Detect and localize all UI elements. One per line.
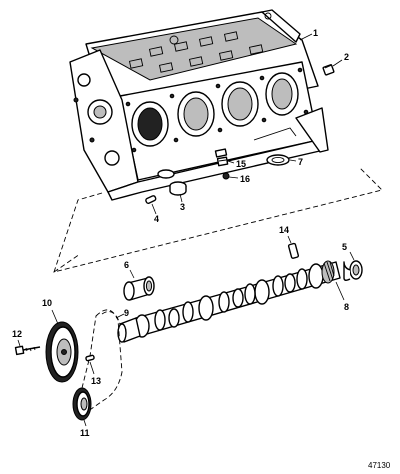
callout-4: 4 bbox=[154, 214, 159, 224]
part-13-dowel bbox=[85, 354, 95, 375]
part-16-plug bbox=[222, 172, 239, 180]
callout-7: 7 bbox=[298, 157, 303, 167]
part-3-plug bbox=[169, 181, 187, 203]
lifter-valley bbox=[128, 31, 264, 73]
callout-8: 8 bbox=[344, 302, 349, 312]
callout-11: 11 bbox=[80, 428, 90, 438]
part-6-bearing bbox=[123, 269, 155, 301]
part-5-bearing bbox=[343, 251, 363, 281]
callout-6: 6 bbox=[124, 260, 129, 270]
cylinder-bores bbox=[131, 72, 299, 147]
cam-lobes bbox=[154, 268, 308, 331]
callout-3: 3 bbox=[180, 202, 185, 212]
callout-16: 16 bbox=[240, 174, 250, 184]
distributor-gear bbox=[321, 260, 335, 284]
part-11-crank-sprocket bbox=[72, 387, 92, 427]
part-15-plug bbox=[216, 156, 235, 167]
part-10-cam-sprocket bbox=[45, 309, 79, 383]
part-12-bolt bbox=[14, 339, 41, 356]
engine-block bbox=[69, 9, 329, 201]
callout-12: 12 bbox=[12, 329, 22, 339]
callout-13: 13 bbox=[91, 376, 101, 386]
part-7-seal bbox=[266, 154, 297, 166]
callout-14: 14 bbox=[279, 225, 289, 235]
callout-2: 2 bbox=[344, 52, 349, 62]
part-4-dowel bbox=[145, 195, 157, 215]
callout-1: 1 bbox=[313, 28, 318, 38]
callout-9: 9 bbox=[124, 308, 129, 318]
callout-10: 10 bbox=[42, 298, 52, 308]
callout-15: 15 bbox=[236, 159, 246, 169]
document-number: 47130 bbox=[368, 461, 391, 470]
part-8-camshaft bbox=[117, 260, 345, 343]
callout-5: 5 bbox=[342, 242, 347, 252]
part-2-plug bbox=[322, 59, 343, 76]
part-14-pin bbox=[287, 235, 300, 259]
